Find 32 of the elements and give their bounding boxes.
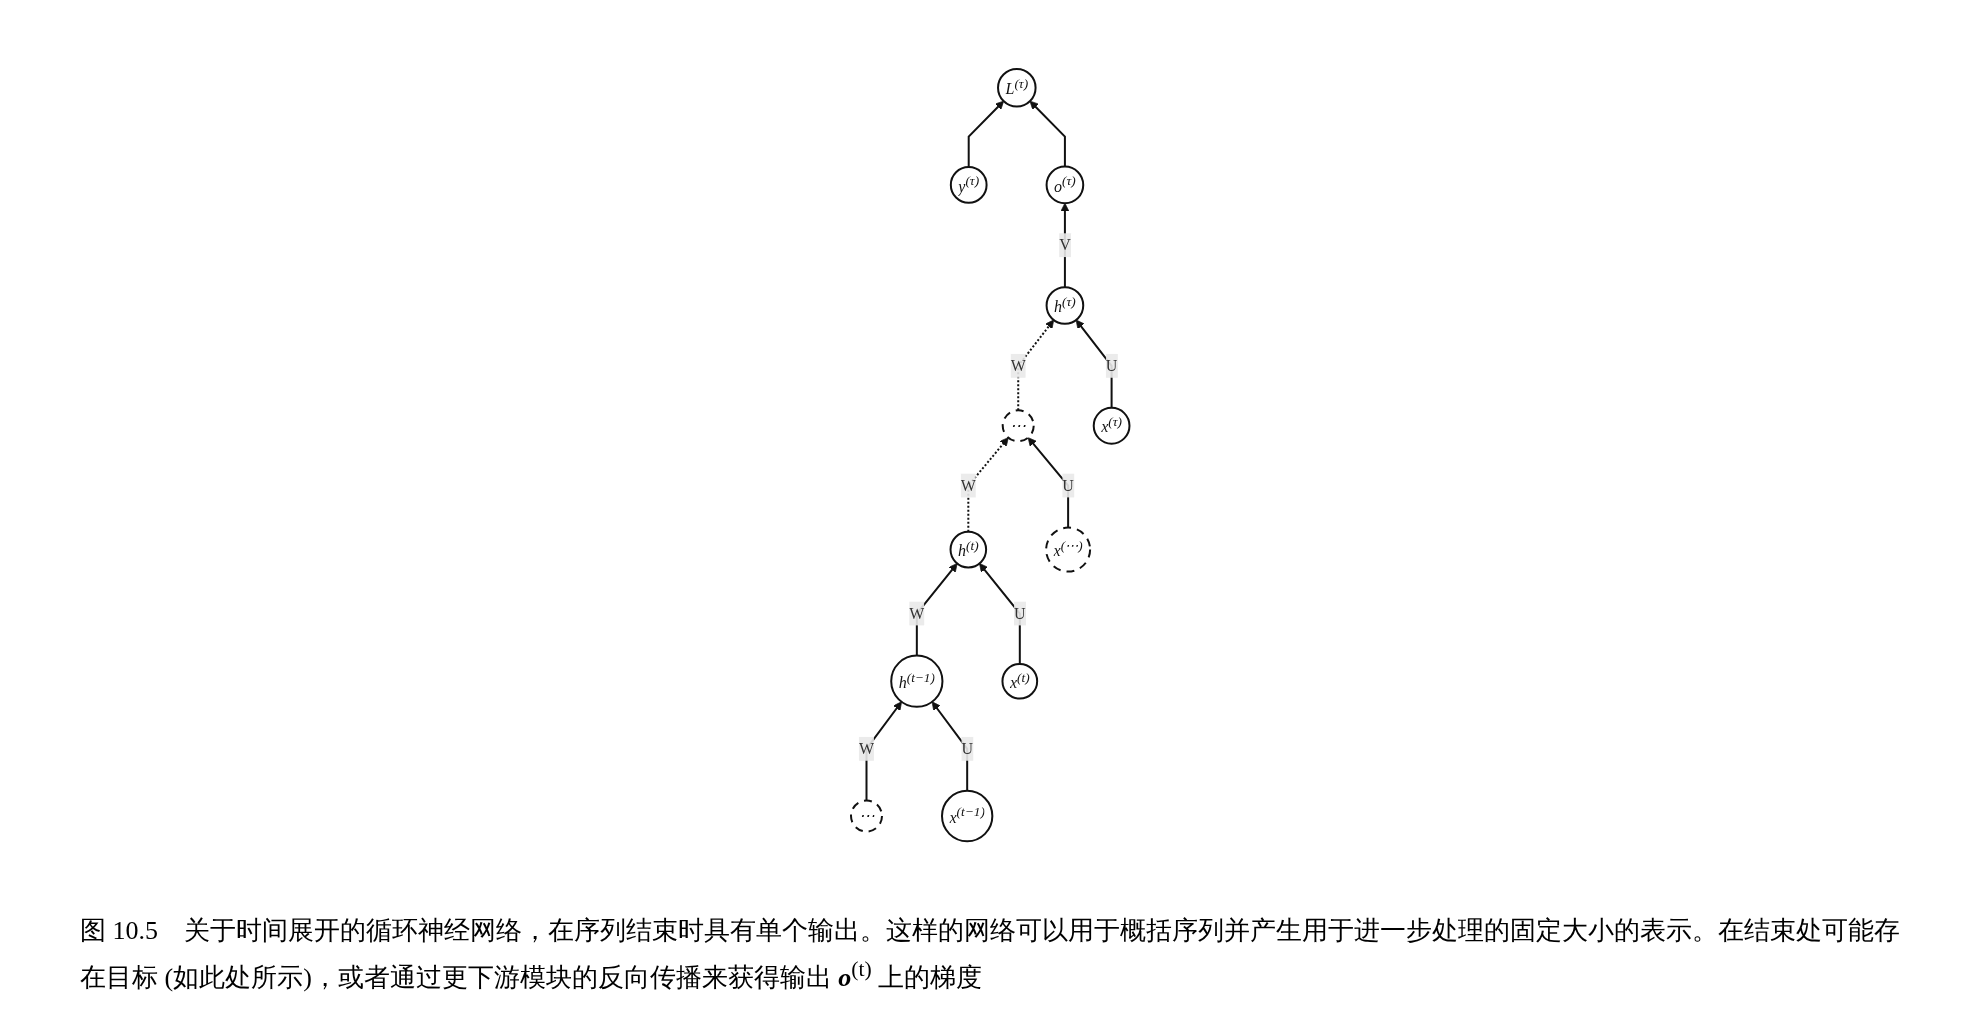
- figure-caption: 图 10.5 关于时间展开的循环神经网络，在序列结束时具有单个输出。这样的网络可以用于概括序列并产生用于进一步处理的固定大小的表示。在结束处可能存在目标 (如此处所示)，或者通过更下游模块的反向传播来获得输出 o$^{(t)}$ 上的梯度: [79, 915, 1901, 994]
- arrow: [967, 100, 1004, 168]
- node-circle: ⋯: [1001, 409, 1035, 443]
- edge-label: U: [1062, 476, 1074, 494]
- arrow: [978, 563, 1021, 665]
- arrow: [931, 701, 968, 792]
- arrow: [915, 563, 958, 657]
- node-circle: x$^{(⋯)}$: [1044, 526, 1091, 573]
- arrow: [967, 437, 1009, 533]
- node-circle: h$^{(τ)}$: [1045, 286, 1084, 325]
- node-circle: x$^{(τ)}$: [1092, 406, 1131, 445]
- edge-label: W: [858, 739, 874, 757]
- edge-label: U: [1013, 604, 1026, 622]
- edge-label: U: [961, 739, 973, 757]
- node-circle: o$^{(τ)}$: [1045, 165, 1084, 205]
- node-circle: ⋯: [849, 799, 883, 833]
- node-circle: h$^{(t)}$: [949, 530, 987, 569]
- arrow: [1075, 319, 1113, 409]
- arrow: [1027, 437, 1069, 529]
- edge-label: V: [1058, 236, 1071, 254]
- edge-label: W: [960, 476, 976, 494]
- node-circle: x$^{(t−1)}$: [940, 789, 994, 843]
- node-circle: h$^{(t−1)}$: [889, 654, 944, 708]
- edge-label: W: [1010, 356, 1026, 374]
- node-circle: x$^{(t)}$: [1001, 662, 1038, 700]
- edge-label: U: [1105, 356, 1118, 374]
- arrow: [1029, 100, 1066, 168]
- node-circle: L$^{(τ)}$: [996, 67, 1037, 108]
- arrow: [1060, 202, 1070, 289]
- arrow: [865, 701, 902, 802]
- edge-label: W: [909, 604, 925, 622]
- arrow: [1016, 319, 1054, 412]
